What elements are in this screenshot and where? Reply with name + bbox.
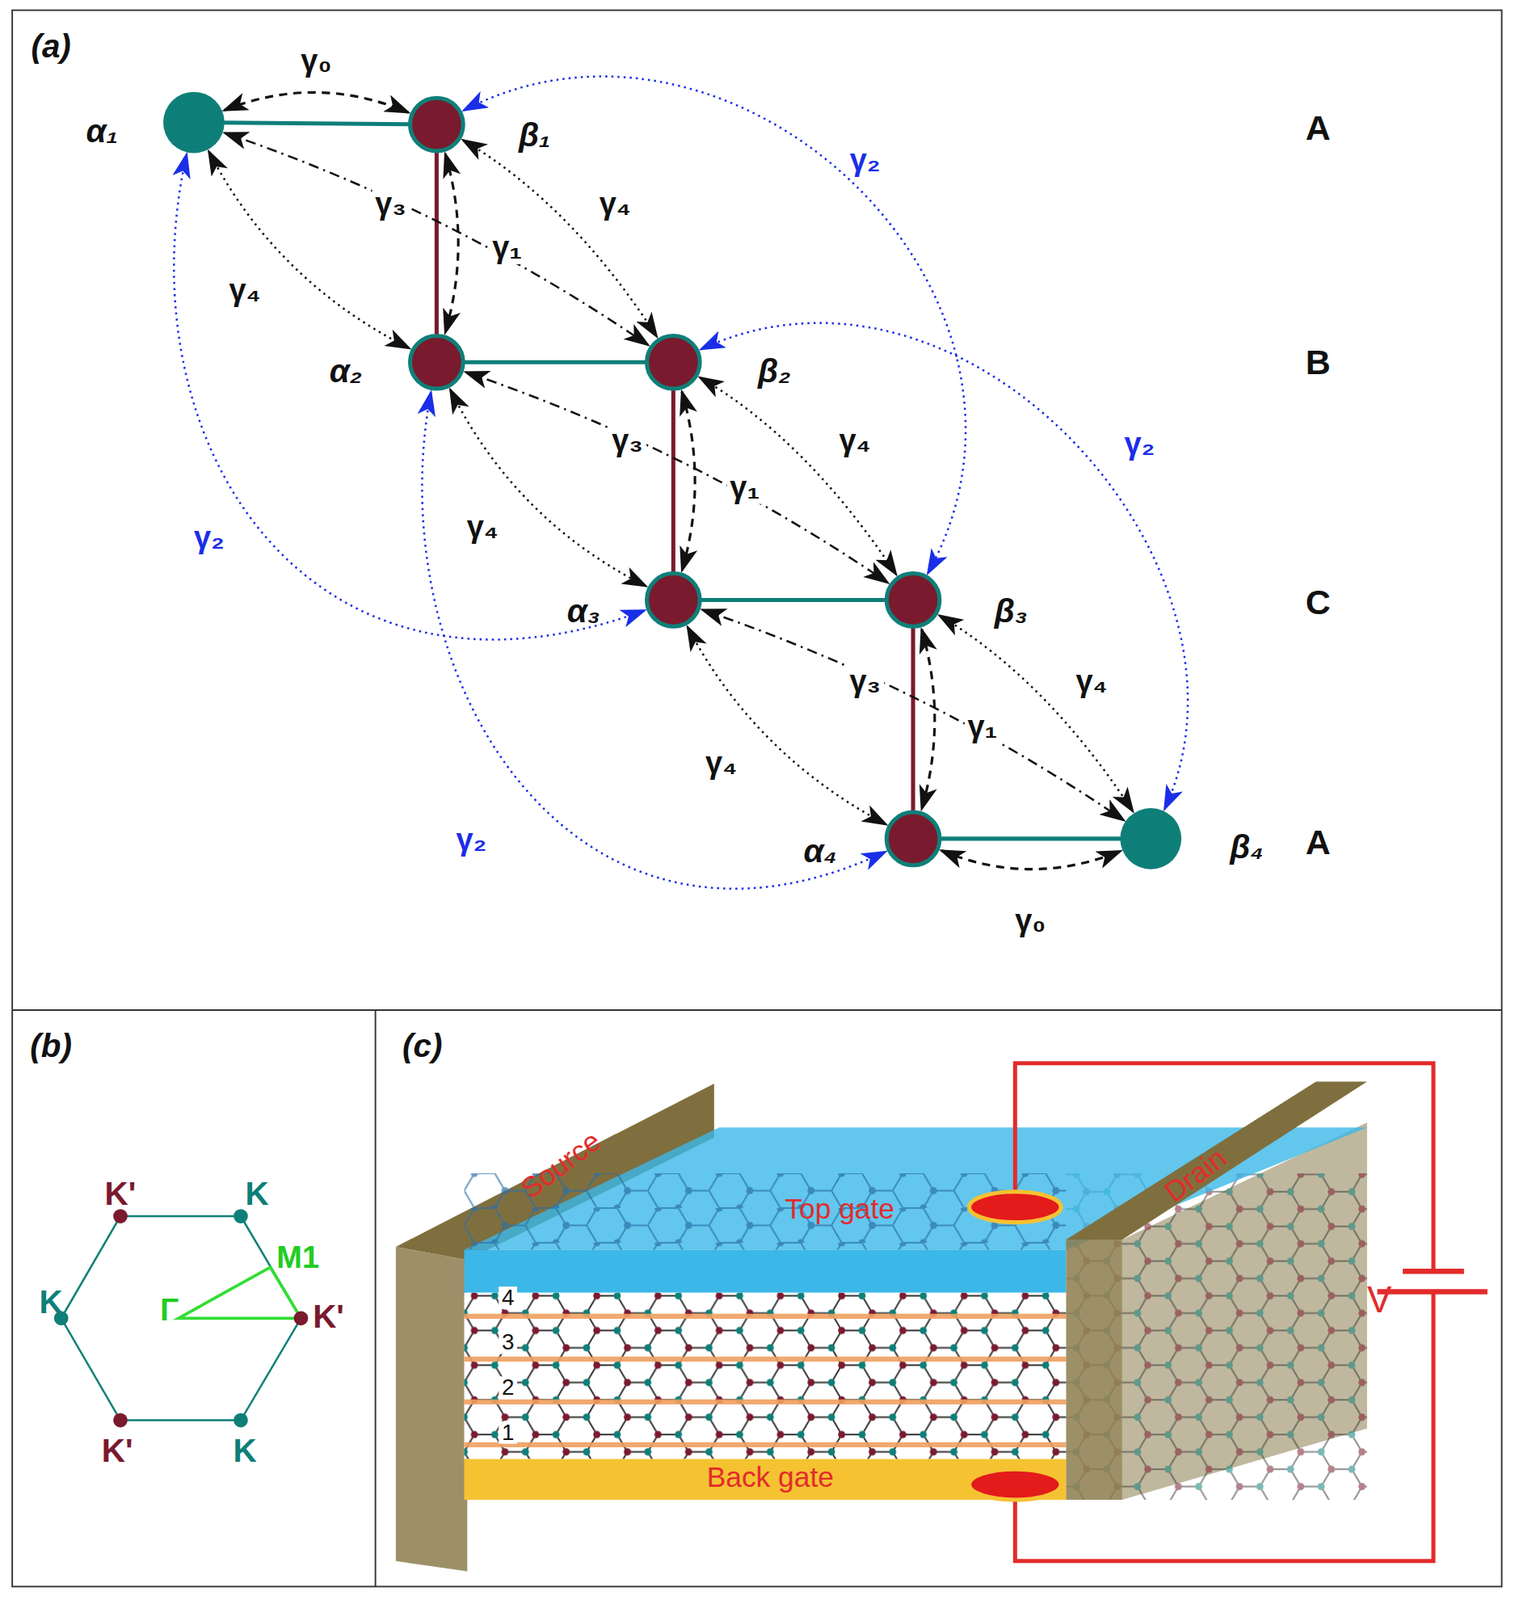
bond-line <box>434 151 439 337</box>
hopping-label: γ₃ <box>608 424 646 457</box>
hopping-line <box>450 389 646 586</box>
atom-site: α₄ <box>884 810 943 868</box>
hopping-label: γ₃ <box>372 187 410 220</box>
hopping-label: γ₄ <box>226 274 265 308</box>
text-label: 2 <box>498 1376 518 1399</box>
text-label: B <box>1305 345 1331 380</box>
hopping-line <box>421 391 885 888</box>
site-label: β₄ <box>1229 830 1263 863</box>
site-label: β₂ <box>757 354 791 388</box>
hopping-label: γ₄ <box>836 424 875 457</box>
bond-line <box>222 122 410 125</box>
text-label: Drain <box>1159 1143 1232 1208</box>
site-label: β₁ <box>518 117 551 151</box>
site-label: α₃ <box>567 594 601 628</box>
atom-site: β₃ <box>884 571 943 629</box>
hopping-line <box>921 629 935 810</box>
bond-line <box>699 597 887 602</box>
atom-site: β₂ <box>644 333 703 392</box>
hopping-line <box>208 151 409 349</box>
atom-site: β₄ <box>1119 808 1182 870</box>
hopping-line <box>462 139 657 337</box>
text-label: (a) <box>30 29 71 63</box>
bond-line <box>462 360 647 365</box>
text-label: M1 <box>276 1242 320 1274</box>
text-label: Source <box>516 1126 606 1204</box>
hopping-line <box>224 133 649 346</box>
text-label: (b) <box>29 1029 72 1062</box>
hopping-label: γ₃ <box>846 664 884 698</box>
atom-site: α₃ <box>644 571 703 629</box>
text-label: K <box>232 1434 257 1467</box>
text-label: 1 <box>498 1421 518 1444</box>
hopping-label: γ₂ <box>846 143 884 177</box>
hopping-line <box>465 371 888 583</box>
text-label: V <box>1367 1281 1392 1318</box>
hopping-label: γ₄ <box>596 187 635 220</box>
site-label: α₄ <box>803 834 838 867</box>
site-label: β₃ <box>994 594 1028 628</box>
text-label: Γ <box>159 1294 179 1326</box>
hopping-label: γ₂ <box>453 823 490 856</box>
text-label: K <box>39 1285 64 1318</box>
hopping-line <box>445 153 459 333</box>
atom-site: β₁ <box>408 96 466 154</box>
text-label: K' <box>101 1434 134 1467</box>
text-label: A <box>1305 109 1331 145</box>
bond-line <box>671 388 676 574</box>
hopping-label: γ₁ <box>488 231 525 265</box>
text-label: K' <box>105 1177 137 1210</box>
atom-site: α₁ <box>163 92 225 154</box>
hopping-line <box>941 850 1121 869</box>
hopping-line <box>699 377 897 575</box>
hopping-line <box>939 615 1133 812</box>
text-label: (c) <box>402 1029 442 1062</box>
hopping-label: γ₀ <box>298 45 336 78</box>
hopping-line <box>681 391 695 571</box>
hopping-label: γ₄ <box>702 746 741 779</box>
hopping-label: γ₁ <box>964 710 1001 743</box>
site-label: α₁ <box>86 113 118 147</box>
hopping-label: γ₂ <box>190 521 228 554</box>
text-label: 3 <box>498 1331 518 1355</box>
hopping-label: γ₀ <box>1011 904 1049 937</box>
hopping-line <box>463 76 966 574</box>
text-label: 4 <box>498 1286 518 1309</box>
text-label: C <box>1305 584 1331 619</box>
text-label: Back gate <box>707 1463 834 1492</box>
site-label: α₂ <box>329 354 362 388</box>
text-label: A <box>1305 824 1331 859</box>
hopping-label: γ₁ <box>727 471 763 504</box>
hopping-label: γ₄ <box>1073 664 1111 698</box>
hopping-line <box>223 92 409 113</box>
hopping-line <box>701 323 1188 810</box>
hopping-label: γ₂ <box>1121 427 1158 460</box>
bond-line <box>939 836 1123 841</box>
bond-line <box>911 626 916 813</box>
hopping-label: γ₄ <box>463 511 502 544</box>
hopping-line <box>687 627 887 825</box>
text-label: K <box>245 1177 270 1210</box>
hopping-line <box>173 154 644 640</box>
atom-site: α₂ <box>408 333 466 392</box>
text-label: K' <box>312 1300 345 1333</box>
text-label: Top gate <box>784 1195 895 1224</box>
hopping-line <box>702 610 1124 821</box>
